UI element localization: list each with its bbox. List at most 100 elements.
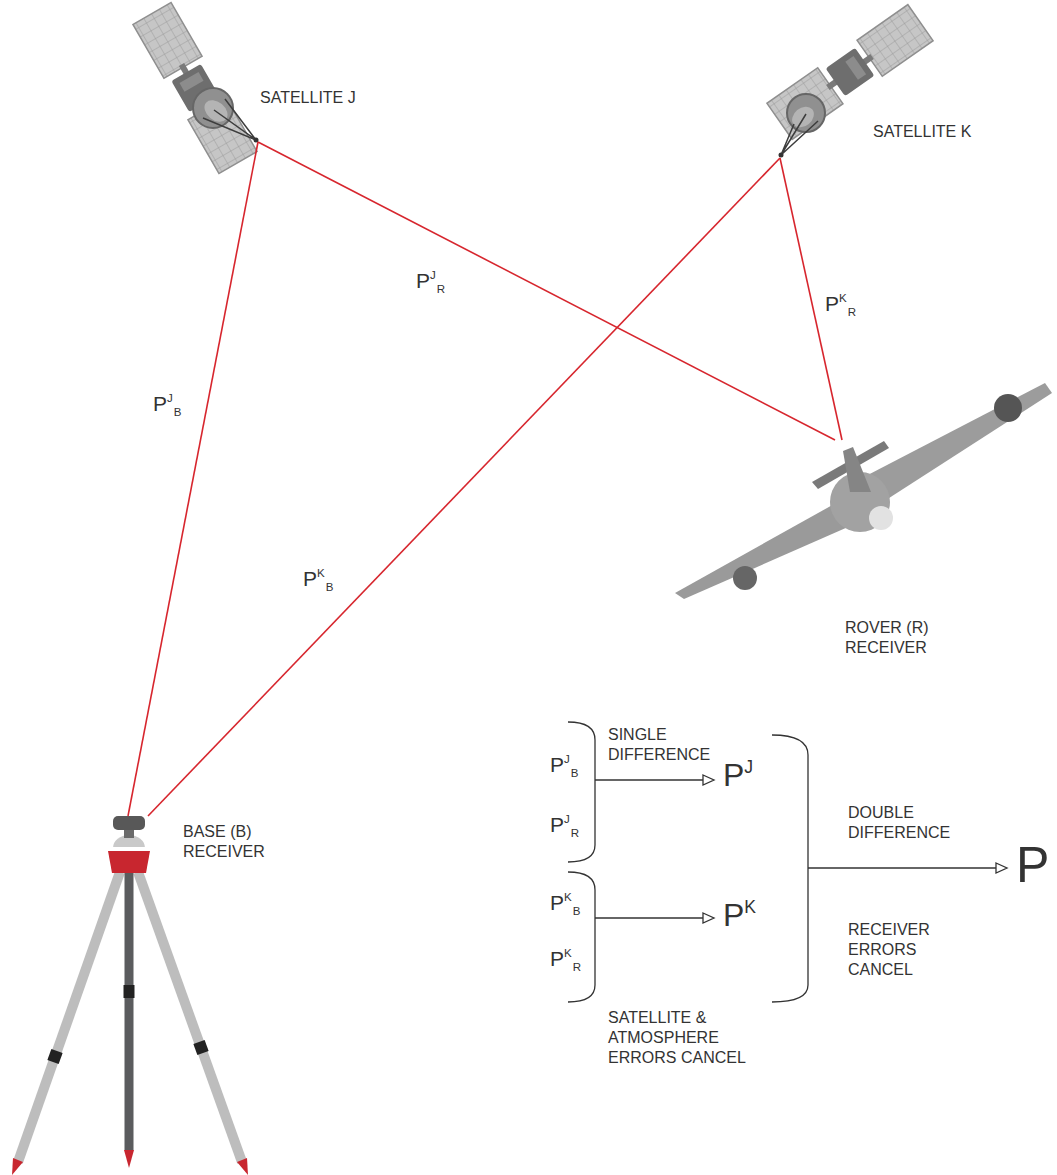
term-symbol: P (723, 757, 744, 793)
term-symbol: P (550, 947, 564, 970)
range-term: PKB (550, 890, 580, 915)
signal-path (780, 158, 842, 440)
signal-path (128, 142, 258, 816)
term-subscript: B (326, 581, 334, 593)
term-subscript: R (848, 306, 856, 318)
satellite-figure (857, 5, 933, 77)
signal-path (148, 158, 780, 816)
tripod-figure (53, 1051, 57, 1062)
note-label: SATELLITE & ATMOSPHERE ERRORS CANCEL (608, 1008, 758, 1068)
airplane-figure (843, 447, 871, 492)
tripod-figure (18, 872, 120, 1162)
term-symbol: P (153, 392, 167, 415)
term-subscript: B (573, 905, 581, 917)
tripod-figure (124, 1150, 134, 1168)
tripod-figure (113, 816, 145, 830)
term-subscript: R (437, 283, 445, 295)
bracket-diagram (568, 872, 595, 1002)
tripod-figure (110, 847, 148, 851)
bracket-diagram (595, 917, 703, 918)
satellite-figure (133, 3, 257, 174)
term-symbol: P (825, 292, 839, 315)
term-superscript: K (317, 567, 325, 579)
term-superscript: K (564, 947, 572, 959)
tripod-figure (108, 851, 150, 873)
difference-term: PJ (723, 756, 753, 794)
tripod-figure (125, 872, 134, 1150)
airplane-figure (733, 566, 757, 590)
term-symbol: P (1016, 837, 1049, 893)
satellite-figure (767, 5, 933, 140)
bracket-diagram (772, 735, 808, 1002)
satellite-figure (203, 99, 256, 140)
range-term: PJB (550, 752, 579, 777)
satellite-figure (781, 114, 818, 155)
term-symbol: P (723, 897, 744, 933)
term-superscript: J (167, 392, 173, 404)
term-superscript: J (564, 813, 570, 825)
satellite-figure (767, 68, 843, 140)
node-label: BASE (B) RECEIVER (183, 822, 288, 862)
range-label: PKR (822, 285, 859, 320)
satellite-node: SATELLITE J (115, 0, 375, 142)
range-term: PJR (550, 812, 579, 837)
tripod-figure (124, 985, 135, 998)
bracket-diagram (996, 863, 1007, 873)
bracket-diagram (703, 775, 714, 785)
node-label: ROVER (R) RECEIVER (845, 618, 955, 658)
difference-term: PK (723, 896, 756, 934)
satellite-figure (845, 56, 866, 80)
term-subscript: R (573, 961, 581, 973)
airplane-figure (862, 383, 1052, 500)
tripod-figure (237, 1158, 248, 1175)
satellite-figure (179, 72, 203, 92)
satellite-figure (779, 153, 784, 158)
satellite-figure (133, 3, 202, 79)
airplane-figure (675, 383, 1052, 599)
tripod-figure (138, 872, 242, 1162)
term-superscript: J (744, 757, 753, 777)
term-symbol: P (550, 891, 564, 914)
range-term: PKR (550, 946, 581, 971)
signal-path (258, 142, 835, 440)
tripod-figure (199, 1042, 203, 1053)
term-symbol: P (550, 753, 564, 776)
term-subscript: B (571, 767, 579, 779)
tripod-figure (12, 816, 248, 1175)
node-label: SATELLITE J (260, 88, 356, 108)
note-label: RECEIVER ERRORS CANCEL (848, 920, 948, 980)
term-superscript: K (839, 292, 847, 304)
satellite-figure (826, 48, 875, 96)
term-superscript: K (744, 897, 756, 917)
bracket-diagram (568, 722, 1007, 1002)
airplane-figure (675, 503, 848, 599)
step-label: SINGLE DIFFERENCE (608, 725, 728, 765)
range-label: PJB (150, 385, 185, 420)
term-symbol: P (303, 567, 317, 590)
bracket-diagram (808, 867, 996, 868)
bracket-diagram (703, 913, 714, 923)
tripod-figure (12, 1158, 23, 1175)
satellite-figure (133, 3, 259, 174)
term-superscript: J (564, 753, 570, 765)
airplane-figure (869, 506, 893, 530)
receiver-node: BASE (B) RECEIVER (100, 816, 300, 1171)
term-subscript: R (571, 827, 579, 839)
satellite-figure (254, 138, 259, 143)
term-symbol: P (416, 269, 430, 292)
step-label: DOUBLE DIFFERENCE (848, 803, 968, 843)
term-superscript: K (564, 891, 572, 903)
node-label: SATELLITE K (873, 122, 971, 142)
term-subscript: B (174, 406, 182, 418)
result-term: P (1016, 835, 1049, 895)
bracket-diagram (568, 722, 595, 862)
term-symbol: P (550, 813, 564, 836)
satellite-node: SATELLITE K (740, 0, 990, 158)
range-label: PJR (413, 262, 448, 297)
airplane-figure (994, 394, 1022, 422)
